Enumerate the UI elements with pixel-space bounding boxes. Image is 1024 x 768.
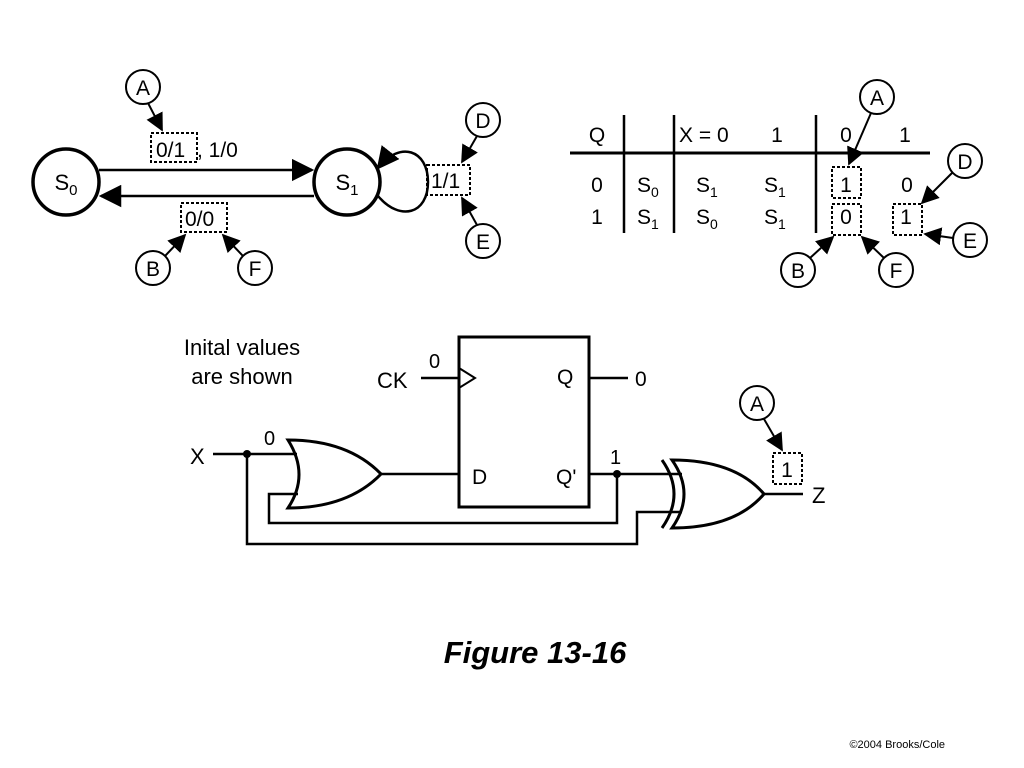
svg-text:S0: S0 <box>696 206 718 232</box>
xor-gate <box>669 458 766 530</box>
table-header-z0: 0 <box>840 124 852 147</box>
xor-gate-back <box>660 459 676 529</box>
svg-text:D: D <box>957 151 972 174</box>
note-line-1: Inital values <box>184 335 300 360</box>
table-row: 0 S0 S1 S1 1 0 <box>591 174 913 200</box>
svg-text:F: F <box>249 258 262 281</box>
marker-f-table: F <box>860 235 914 288</box>
marker-d-table: D <box>920 143 983 205</box>
table-cell-q: 1 <box>591 206 603 229</box>
copyright: ©2004 Brooks/Cole <box>849 739 945 751</box>
state-s0: S0 <box>31 147 101 217</box>
clock-triangle <box>458 366 477 390</box>
ck-value: 0 <box>429 351 440 373</box>
marker-a-table: A <box>847 79 895 166</box>
marker-b-graph: B <box>135 233 187 286</box>
transition-label-bottom: 0/0 <box>185 208 214 231</box>
or-gate <box>285 438 384 510</box>
table-cell-z1: 1 <box>900 206 912 229</box>
figure-title: Figure 13-16 <box>444 635 627 670</box>
table-header-q: Q <box>589 124 605 147</box>
x-label: X <box>190 444 205 469</box>
qbar-value: 1 <box>610 447 621 469</box>
table-cell-next1: S <box>764 174 778 197</box>
ff-qbar-label: Q' <box>556 466 576 489</box>
table-header-z1: 1 <box>899 124 911 147</box>
marker-e-graph: E <box>461 196 501 259</box>
table-cell-z1: 0 <box>901 174 913 197</box>
table-cell-q: 0 <box>591 174 603 197</box>
x-value: 0 <box>264 428 275 450</box>
note-line-2: are shown <box>191 364 293 389</box>
z-label: Z <box>812 483 825 508</box>
marker-b-table: B <box>780 235 835 288</box>
ff-q-label: Q <box>557 366 573 389</box>
svg-text:S1: S1 <box>696 174 718 200</box>
svg-text:E: E <box>476 231 490 254</box>
table-cell-state: S <box>637 174 651 197</box>
transition-label-top-rest: , 1/0 <box>197 139 238 162</box>
marker-f-graph: F <box>221 233 273 286</box>
svg-text:A: A <box>870 87 884 110</box>
table-cell-z0: 0 <box>840 206 852 229</box>
svg-text:D: D <box>475 110 490 133</box>
table-cell-next0: S <box>696 174 710 197</box>
ff-d-label: D <box>472 466 487 489</box>
table-cell-next1: S <box>764 206 778 229</box>
svg-text:S1: S1 <box>764 174 786 200</box>
q-value: 0 <box>635 368 647 391</box>
marker-a-graph: A <box>125 69 163 132</box>
flip-flop <box>457 335 591 509</box>
z-value: 1 <box>781 459 793 482</box>
state-s1-sub: 1 <box>350 182 358 199</box>
table-cell-state: S <box>637 206 651 229</box>
svg-text:S0: S0 <box>637 174 659 200</box>
table-cell-next0: S <box>696 206 710 229</box>
svg-text:A: A <box>750 393 764 416</box>
self-loop-s1 <box>376 145 430 213</box>
table-header-x1: 1 <box>771 124 783 147</box>
self-loop-label: 1/1 <box>431 170 460 193</box>
svg-text:E: E <box>963 230 977 253</box>
state-s1-name: S <box>335 170 350 195</box>
marker-d-graph: D <box>461 102 501 164</box>
svg-text:F: F <box>890 260 903 283</box>
svg-text:S0: S0 <box>54 170 77 199</box>
state-s0-sub: 0 <box>69 182 77 199</box>
table-cell-z0: 1 <box>840 174 852 197</box>
marker-a-circuit: A <box>739 385 783 452</box>
table-row: 1 S1 S0 S1 0 1 <box>591 206 912 232</box>
transition-label-top-boxed: 0/1 <box>156 139 185 162</box>
ck-label: CK <box>377 368 408 393</box>
svg-text:S1: S1 <box>764 206 786 232</box>
circuit: Inital values are shown Q D Q' CK 0 0 X … <box>184 335 825 546</box>
label-box-top <box>150 132 198 163</box>
svg-text:B: B <box>146 258 160 281</box>
state-graph: S0 S1 0/1 , 1/0 0/0 1/1 A <box>31 69 501 286</box>
label-box-loop <box>426 164 471 196</box>
svg-text:B: B <box>791 260 805 283</box>
svg-text:S1: S1 <box>637 206 659 232</box>
svg-text:A: A <box>136 77 150 100</box>
state-table: Q X = 0 1 0 1 0 S0 S1 S1 1 0 1 S1 S0 S1 … <box>570 79 988 288</box>
svg-text:S1: S1 <box>335 170 358 199</box>
table-header-x0: X = 0 <box>679 124 729 147</box>
marker-e-table: E <box>923 222 988 258</box>
state-s1: S1 <box>312 147 382 217</box>
state-s0-name: S <box>54 170 69 195</box>
label-box-bottom <box>180 202 228 233</box>
